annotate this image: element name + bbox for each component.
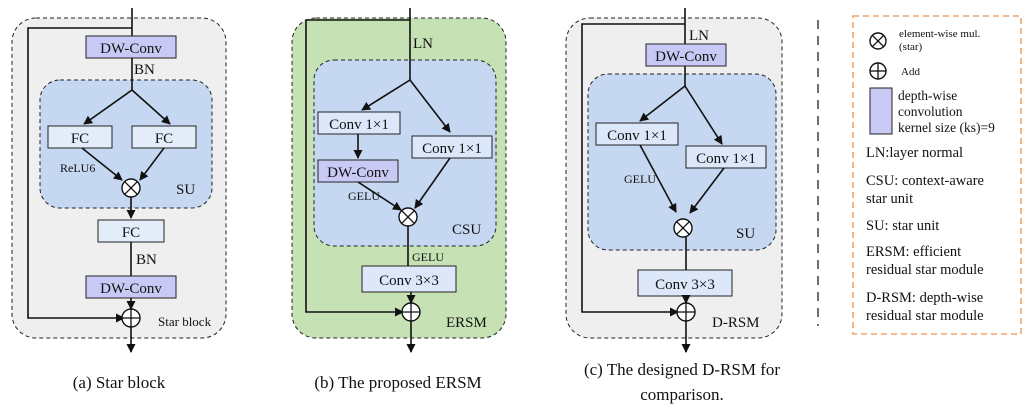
panel-b-multiply-icon: [398, 207, 418, 227]
legend-add-icon: [869, 62, 887, 80]
legend-su: SU: star unit: [866, 218, 939, 234]
panel-a-line-fc-left: [81, 147, 123, 181]
panel-a-relu-label: ReLU6: [60, 161, 95, 175]
panel-b-conv-right: [411, 135, 493, 159]
panel-a-su-label: SU: [176, 182, 195, 198]
panel-c-line-conv-left-mul: [639, 144, 677, 213]
panel-c-ln-label: LN: [689, 28, 709, 44]
panel-c: LN DW-Conv Conv 1×1 Conv 1×1 GELU SU Con…: [565, 8, 783, 404]
panel-c-conv-left-label: Conv 1×1: [607, 128, 667, 144]
panel-c-conv-right: [685, 145, 767, 169]
panel-c-su-region: [587, 73, 777, 251]
panel-c-caption-line2: comparison.: [640, 385, 724, 404]
panel-b-caption: (b) The proposed ERSM: [314, 373, 481, 392]
panel-a-residual-path: [27, 27, 132, 323]
panel-b-dwconv-label: DW-Conv: [327, 165, 389, 181]
panel-b-ln-label: LN: [413, 36, 433, 52]
panel-c-caption-line1: (c) The designed D-RSM for: [584, 360, 780, 379]
panel-a-dwconv-bottom-label: DW-Conv: [100, 281, 162, 297]
panel-c-conv3: [637, 269, 733, 297]
legend-ln: LN:layer normal: [866, 145, 963, 161]
legend-dw-line1: depth-wise: [898, 88, 957, 103]
panel-c-split-right: [684, 85, 723, 145]
legend-csu-line1: CSU: context-aware: [866, 173, 984, 189]
legend-dw-line3: kernel size (ks)=9: [898, 120, 995, 135]
panel-c-conv-right-label: Conv 1×1: [696, 151, 756, 167]
panel-a-split-right: [131, 89, 171, 125]
panel-a-add-icon: [121, 308, 141, 328]
panel-b-conv-left: [317, 111, 401, 135]
panel-b-conv3: [361, 265, 457, 293]
panel-b: LN Conv 1×1 DW-Conv Conv 1×1 GELU CSU GE…: [291, 8, 507, 392]
panel-b-csu-region: [313, 59, 497, 247]
panel-b-gelu-1: GELU: [348, 189, 380, 203]
panel-b-gelu-2: GELU: [412, 250, 444, 264]
panel-c-dwconv: [645, 43, 727, 67]
panel-c-conv3-label: Conv 3×3: [655, 277, 715, 293]
panel-a-bn-bottom: BN: [136, 252, 157, 268]
legend-dw-line2: convolution: [898, 104, 963, 119]
panel-b-conv-right-label: Conv 1×1: [422, 141, 482, 157]
panel-a-dwconv-top: [85, 35, 177, 59]
panel-a-bn-top: BN: [134, 62, 155, 78]
panel-a-block-label: Star block: [158, 314, 212, 329]
panel-b-add-icon: [401, 302, 421, 322]
panel-c-line-conv-right-mul: [689, 167, 725, 214]
panel-c-multiply-icon: [673, 218, 693, 238]
legend-mul-line1: element-wise mul.: [899, 28, 981, 40]
panel-b-line-conv-mul: [414, 157, 451, 209]
panel-a-split-left: [83, 89, 133, 125]
legend-add: Add: [901, 66, 920, 78]
panel-c-gelu: GELU: [624, 172, 656, 186]
panel-b-csu-label: CSU: [452, 222, 481, 238]
panel-a-dwconv-top-label: DW-Conv: [100, 41, 162, 57]
legend-ersm-line2: residual star module: [866, 262, 984, 278]
panel-a-multiply-icon: [121, 178, 141, 198]
panel-b-residual-path: [305, 19, 410, 317]
panel-b-split-left: [361, 79, 411, 111]
panel-a-fc-right-label: FC: [155, 131, 173, 147]
legend-dwconv-swatch: [869, 87, 893, 135]
panel-a: DW-Conv BN FC FC ReLU6 SU FC BN DW-Conv: [11, 8, 227, 392]
legend-drsm-line1: D-RSM: depth-wise: [866, 290, 983, 306]
panel-c-su-label: SU: [736, 226, 755, 242]
panel-b-block-label: ERSM: [446, 315, 487, 331]
legend-mul-line2: (star): [899, 41, 923, 53]
panel-a-fc-left-label: FC: [71, 131, 89, 147]
panel-b-line-dw-mul: [357, 181, 402, 211]
panel-a-su-region: [39, 79, 213, 209]
panel-a-caption: (a) Star block: [73, 373, 166, 392]
panel-c-add-icon: [676, 302, 696, 322]
panel-b-split-right: [409, 79, 451, 133]
panel-c-block-label: D-RSM: [712, 315, 760, 331]
legend-ersm-line1: ERSM: efficient: [866, 244, 961, 260]
panel-a-fc-mid-label: FC: [122, 225, 140, 241]
legend: element-wise mul. (star) Add depth-wise …: [852, 15, 1022, 335]
panel-a-fc-left: [47, 125, 113, 149]
panel-c-residual-path: [581, 23, 685, 317]
legend-csu-line2: star unit: [866, 191, 913, 207]
panel-c-conv-left: [595, 122, 679, 146]
panel-c-split-left: [639, 85, 686, 122]
legend-drsm-line2: residual star module: [866, 308, 984, 324]
panel-a-line-fc-right: [139, 147, 165, 181]
panel-c-dwconv-label: DW-Conv: [655, 49, 717, 65]
panel-b-conv-left-label: Conv 1×1: [329, 117, 389, 133]
panel-b-conv3-label: Conv 3×3: [379, 273, 439, 289]
legend-multiply-icon: [869, 32, 887, 50]
